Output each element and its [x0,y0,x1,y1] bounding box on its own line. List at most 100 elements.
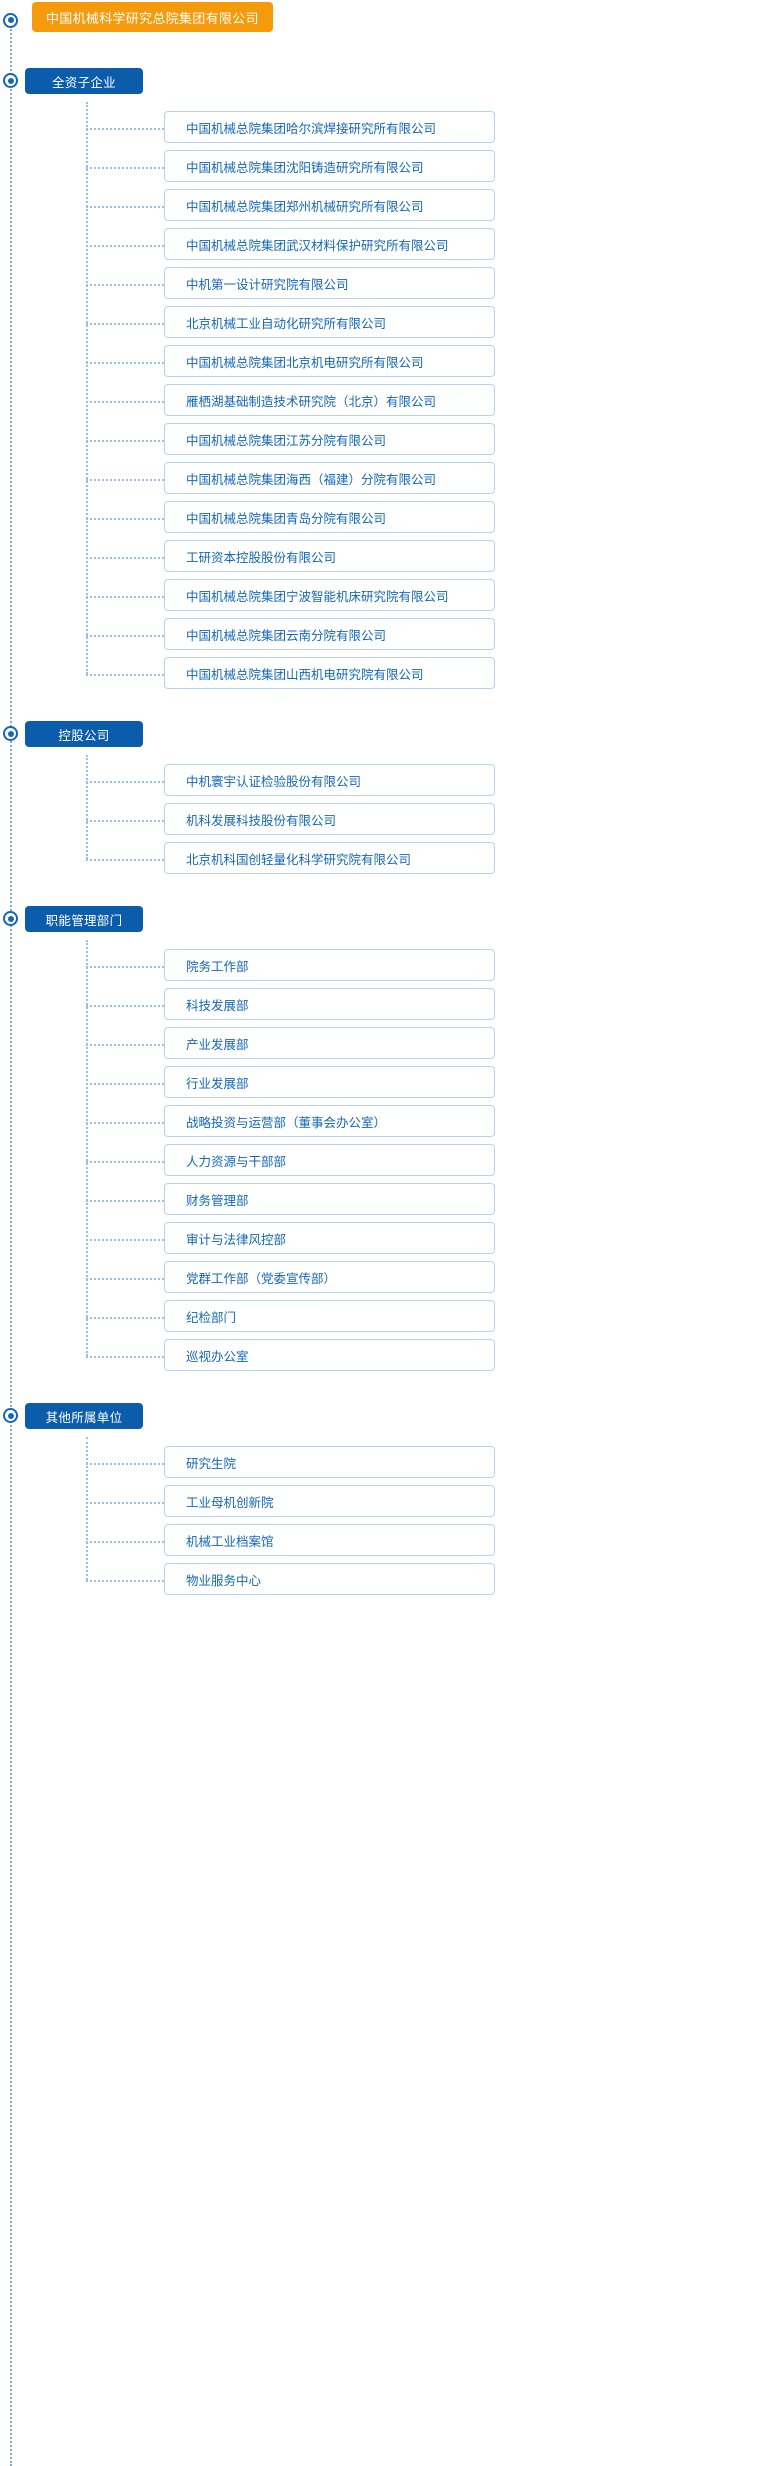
trunk-line [10,26,12,2466]
connector-line [86,1199,164,1202]
org-unit-node[interactable]: 中国机械总院集团哈尔滨焊接研究所有限公司 [164,111,495,143]
org-unit-node[interactable]: 产业发展部 [164,1027,495,1059]
org-unit-row: 中机寰宇认证检验股份有限公司 [0,761,779,800]
org-unit-row: 中国机械总院集团江苏分院有限公司 [0,420,779,459]
org-unit-node[interactable]: 科技发展部 [164,988,495,1020]
connector-line [86,1579,164,1582]
org-unit-node[interactable]: 中国机械总院集团江苏分院有限公司 [164,423,495,455]
connector-line [86,1238,164,1241]
org-unit-node[interactable]: 中国机械总院集团北京机电研究所有限公司 [164,345,495,377]
org-unit-node[interactable]: 纪检部门 [164,1300,495,1332]
org-unit-node[interactable]: 工研资本控股股份有限公司 [164,540,495,572]
org-unit-node[interactable]: 中国机械总院集团武汉材料保护研究所有限公司 [164,228,495,260]
org-unit-row: 战略投资与运营部（董事会办公室） [0,1102,779,1141]
connector-line [86,819,164,822]
org-unit-node[interactable]: 物业服务中心 [164,1563,495,1595]
root-organization-node[interactable]: 中国机械科学研究总院集团有限公司 [32,2,273,32]
org-unit-node[interactable]: 中国机械总院集团宁波智能机床研究院有限公司 [164,579,495,611]
org-unit-node[interactable]: 中国机械总院集团云南分院有限公司 [164,618,495,650]
org-section: 其他所属单位研究生院工业母机创新院机械工业档案馆物业服务中心 [0,1403,779,1599]
root-bullet-icon [3,12,18,28]
section-children: 院务工作部科技发展部产业发展部行业发展部战略投资与运营部（董事会办公室） 人力资源… [0,940,779,1375]
section-header: 职能管理部门 [0,906,779,938]
org-unit-row: 中国机械总院集团武汉材料保护研究所有限公司 [0,225,779,264]
connector-line [86,780,164,783]
section-label-2[interactable]: 职能管理部门 [25,906,143,932]
section-bullet-icon [3,726,18,741]
org-unit-node[interactable]: 中机寰宇认证检验股份有限公司 [164,764,495,796]
org-unit-node[interactable]: 中国机械总院集团沈阳铸造研究所有限公司 [164,150,495,182]
connector-line [86,517,164,520]
connector-line [86,283,164,286]
org-unit-node[interactable]: 人力资源与干部部 [164,1144,495,1176]
connector-line [86,127,164,130]
org-unit-node[interactable]: 北京机科国创轻量化科学研究院有限公司 [164,842,495,874]
org-unit-row: 党群工作部（党委宣传部） [0,1258,779,1297]
connector-line [86,673,164,676]
org-unit-row: 工业母机创新院 [0,1482,779,1521]
org-unit-row: 机械工业档案馆 [0,1521,779,1560]
connector-line [86,439,164,442]
connector-line [86,205,164,208]
org-unit-row: 中机第一设计研究院有限公司 [0,264,779,303]
org-unit-row: 工研资本控股股份有限公司 [0,537,779,576]
org-unit-node[interactable]: 战略投资与运营部（董事会办公室） [164,1105,495,1137]
org-unit-row: 雁栖湖基础制造技术研究院（北京）有限公司 [0,381,779,420]
org-unit-node[interactable]: 中国机械总院集团海西（福建）分院有限公司 [164,462,495,494]
org-unit-node[interactable]: 机科发展科技股份有限公司 [164,803,495,835]
org-unit-row: 审计与法律风控部 [0,1219,779,1258]
org-unit-node[interactable]: 雁栖湖基础制造技术研究院（北京）有限公司 [164,384,495,416]
connector-line [86,1540,164,1543]
connector-line [86,478,164,481]
connector-line [86,1355,164,1358]
org-unit-row: 中国机械总院集团云南分院有限公司 [0,615,779,654]
connector-line [86,858,164,861]
org-unit-row: 中国机械总院集团山西机电研究院有限公司 [0,654,779,693]
org-unit-row: 巡视办公室 [0,1336,779,1375]
org-unit-node[interactable]: 中机第一设计研究院有限公司 [164,267,495,299]
org-unit-row: 院务工作部 [0,946,779,985]
connector-line [86,1316,164,1319]
section-children: 中国机械总院集团哈尔滨焊接研究所有限公司中国机械总院集团沈阳铸造研究所有限公司中… [0,102,779,693]
section-label-0[interactable]: 全资子企业 [25,68,143,94]
org-unit-node[interactable]: 行业发展部 [164,1066,495,1098]
section-header: 全资子企业 [0,68,779,100]
org-unit-row: 纪检部门 [0,1297,779,1336]
connector-line [86,1277,164,1280]
org-unit-node[interactable]: 财务管理部 [164,1183,495,1215]
org-unit-node[interactable]: 党群工作部（党委宣传部） [164,1261,495,1293]
connector-line [86,965,164,968]
org-section: 职能管理部门院务工作部科技发展部产业发展部行业发展部战略投资与运营部（董事会办公… [0,906,779,1375]
org-unit-node[interactable]: 中国机械总院集团青岛分院有限公司 [164,501,495,533]
org-unit-node[interactable]: 研究生院 [164,1446,495,1478]
org-unit-row: 物业服务中心 [0,1560,779,1599]
connector-line [86,244,164,247]
org-unit-row: 产业发展部 [0,1024,779,1063]
org-unit-node[interactable]: 工业母机创新院 [164,1485,495,1517]
org-unit-row: 科技发展部 [0,985,779,1024]
org-unit-node[interactable]: 中国机械总院集团山西机电研究院有限公司 [164,657,495,689]
org-unit-node[interactable]: 巡视办公室 [164,1339,495,1371]
org-unit-node[interactable]: 北京机械工业自动化研究所有限公司 [164,306,495,338]
connector-line [86,1004,164,1007]
section-label-1[interactable]: 控股公司 [25,721,143,747]
org-section: 控股公司中机寰宇认证检验股份有限公司机科发展科技股份有限公司北京机科国创轻量化科… [0,721,779,878]
connector-line [86,1160,164,1163]
connector-line [86,400,164,403]
section-label-3[interactable]: 其他所属单位 [25,1403,143,1429]
section-header: 控股公司 [0,721,779,753]
org-unit-node[interactable]: 机械工业档案馆 [164,1524,495,1556]
org-unit-row: 机科发展科技股份有限公司 [0,800,779,839]
section-bullet-icon [3,1408,18,1423]
connector-line [86,595,164,598]
connector-line [86,1462,164,1465]
org-section: 全资子企业中国机械总院集团哈尔滨焊接研究所有限公司中国机械总院集团沈阳铸造研究所… [0,68,779,693]
org-unit-node[interactable]: 审计与法律风控部 [164,1222,495,1254]
org-unit-node[interactable]: 中国机械总院集团郑州机械研究所有限公司 [164,189,495,221]
connector-line [86,166,164,169]
connector-line [86,1043,164,1046]
org-unit-row: 北京机械工业自动化研究所有限公司 [0,303,779,342]
org-unit-node[interactable]: 院务工作部 [164,949,495,981]
org-unit-row: 行业发展部 [0,1063,779,1102]
